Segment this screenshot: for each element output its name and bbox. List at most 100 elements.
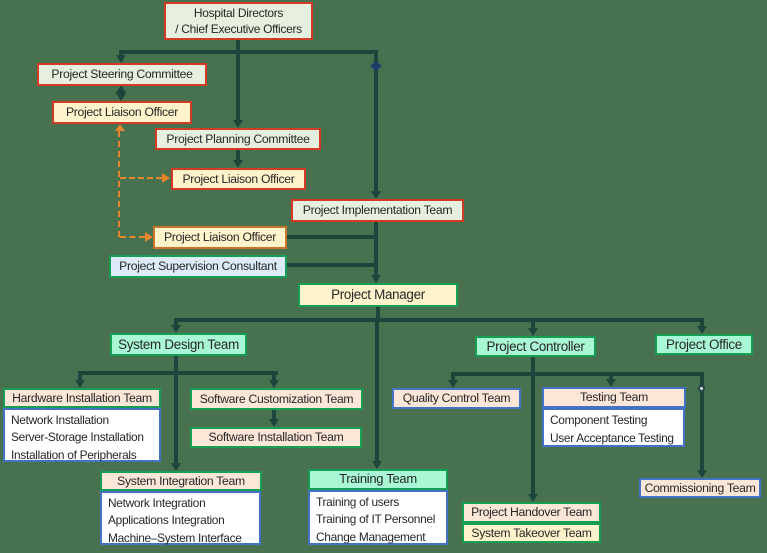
arrowhead-up-orange-icon	[115, 124, 125, 131]
anchor-diamond-icon	[370, 60, 382, 72]
node-label: Project Liaison Officer	[65, 105, 179, 120]
arrowhead-down-icon	[74, 380, 85, 388]
node-project-steering-committee: Project Steering Committee	[37, 63, 207, 86]
connector-line	[376, 307, 380, 319]
node-system-design-team: System Design Team	[110, 333, 247, 356]
connector-line	[272, 410, 276, 420]
arrowhead-down-icon	[170, 325, 181, 333]
node-project-manager: Project Manager	[298, 283, 458, 307]
node-project-liaison-officer-3: Project Liaison Officer	[153, 226, 287, 249]
arrowhead-down-icon	[371, 461, 382, 469]
node-training-team: Training Team	[308, 469, 448, 490]
node-label: Commissioning Team	[644, 480, 756, 495]
node-label: Project Planning Committee	[166, 131, 310, 146]
node-label: Project Steering Committee	[51, 67, 193, 82]
detail-item: Installation of Peripherals	[11, 447, 137, 462]
node-commissioning-team: Commissioning Team	[639, 478, 761, 498]
detail-item: Training of IT Personnel	[316, 512, 436, 527]
connector-line	[700, 372, 704, 471]
connector-line	[700, 318, 704, 328]
arrowhead-down-icon	[527, 494, 538, 502]
connector-line	[174, 356, 178, 375]
node-project-handover-team: Project Handover Team	[462, 502, 601, 523]
arrowhead-down-icon	[232, 120, 243, 128]
arrowhead-down-icon	[605, 379, 616, 387]
connector-line	[287, 263, 376, 267]
node-project-liaison-officer-2: Project Liaison Officer	[171, 168, 306, 190]
arrowhead-right-orange-icon	[145, 231, 153, 242]
detail-item: Component Testing	[550, 413, 648, 427]
detail-item: Change Management	[316, 529, 426, 544]
node-label: Quality Control Team	[402, 391, 511, 406]
node-label: / Chief Executive Officers	[175, 22, 302, 36]
node-project-implementation-team: Project Implementation Team	[291, 199, 464, 222]
node-hardware-installation-team: Hardware Installation Team	[3, 388, 161, 408]
detail-item: Network Integration	[108, 496, 206, 510]
connector-line	[119, 50, 378, 54]
connector-line	[119, 50, 123, 58]
node-label: System Integration Team	[117, 473, 245, 488]
detail-item: Machine–System Interface	[108, 530, 242, 545]
anchor-dot-icon	[698, 385, 705, 392]
connector-line	[375, 318, 379, 464]
node-label: Project Office	[666, 336, 742, 352]
connector-line	[174, 318, 704, 322]
node-project-liaison-officer-1: Project Liaison Officer	[52, 101, 192, 124]
detail-item: Training of users	[316, 495, 400, 509]
arrowhead-down-icon	[696, 470, 707, 478]
node-project-supervision-consultant: Project Supervision Consultant	[109, 255, 287, 278]
connector-line	[236, 150, 240, 161]
node-project-controller: Project Controller	[475, 336, 596, 357]
connector-line	[236, 50, 240, 122]
node-system-integration-detail: Network Integration Applications Integra…	[100, 491, 261, 545]
node-testing-team: Testing Team	[542, 387, 686, 408]
arrowhead-down-icon	[527, 328, 538, 336]
arrowhead-down-icon	[268, 419, 279, 427]
arrowhead-down-icon	[115, 55, 126, 63]
connector-line	[78, 371, 278, 375]
node-label: Project Liaison Officer	[182, 171, 295, 186]
connector-line	[451, 372, 704, 376]
connector-line	[374, 222, 378, 276]
node-label: Software Customization Team	[199, 391, 354, 406]
node-system-takeover-team: System Takeover Team	[462, 523, 601, 543]
connector-line	[78, 371, 82, 382]
node-quality-control-team: Quality Control Team	[392, 388, 521, 409]
arrowhead-down-icon	[268, 380, 279, 388]
detail-item: Network Installation	[11, 413, 109, 427]
arrowhead-down-icon	[696, 326, 707, 334]
node-software-installation-team: Software Installation Team	[190, 427, 362, 448]
arrowhead-down-icon	[232, 160, 243, 168]
node-hospital-directors: Hospital Directors / Chief Executive Off…	[164, 2, 313, 40]
arrowhead-down-icon	[170, 463, 181, 471]
connector-line	[609, 372, 613, 380]
connector-line	[174, 371, 178, 464]
connector-line	[272, 371, 276, 382]
node-hardware-installation-detail: Network Installation Server-Storage Inst…	[3, 408, 161, 462]
arrowhead-down-icon	[370, 191, 381, 199]
connector-line	[374, 50, 378, 193]
node-project-office: Project Office	[655, 334, 753, 355]
node-project-planning-committee: Project Planning Committee	[155, 128, 321, 150]
node-label: Hospital Directors	[193, 6, 284, 20]
node-label: Project Supervision Consultant	[119, 259, 277, 274]
dashed-connector-line	[120, 177, 162, 179]
node-system-integration-team: System Integration Team	[100, 471, 262, 491]
node-label: Training Team	[339, 471, 417, 487]
detail-item: Server-Storage Installation	[11, 430, 144, 445]
arrowhead-down-icon	[370, 275, 381, 283]
node-label: System Design Team	[118, 336, 239, 352]
arrowhead-down-icon	[115, 93, 126, 101]
node-software-customization-team: Software Customization Team	[190, 388, 363, 410]
arrowhead-down-icon	[447, 380, 458, 388]
node-label: System Takeover Team	[471, 525, 592, 540]
node-training-detail: Training of users Training of IT Personn…	[308, 490, 448, 545]
node-label: Hardware Installation Team	[12, 390, 152, 405]
connector-line	[531, 357, 535, 376]
connector-line	[287, 235, 376, 239]
node-label: Project Handover Team	[471, 505, 592, 520]
detail-item: User Acceptance Testing	[550, 430, 674, 445]
arrowhead-up-icon	[115, 85, 126, 93]
dashed-connector-line	[118, 131, 120, 237]
